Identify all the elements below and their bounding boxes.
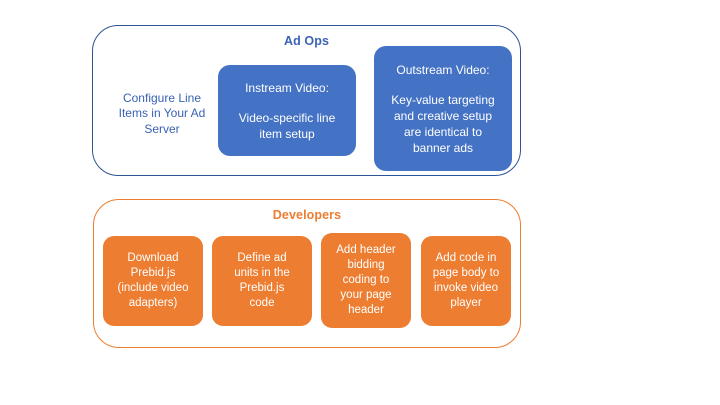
- text-line: Items in Your Ad: [118, 106, 206, 121]
- instream-video-body-line: item setup: [259, 126, 315, 141]
- spacer: [224, 96, 350, 110]
- box-text-line: adapters): [128, 297, 178, 309]
- box-text-line: page body to: [432, 267, 500, 279]
- box-instream-video[interactable]: Instream Video: Video-specific line item…: [218, 65, 356, 156]
- box-text-line: Prebid.js: [239, 282, 285, 294]
- group-ad-ops: Ad Ops Configure Line Items in Your Ad S…: [92, 25, 521, 176]
- box-text-line: Download: [127, 252, 179, 264]
- outstream-video-body-line: Key-value targeting: [391, 92, 495, 107]
- outstream-video-body-line: and creative setup: [393, 108, 493, 123]
- box-text-line: your page: [340, 289, 392, 301]
- box-text-line: bidding: [347, 259, 385, 271]
- box-text-line: Add header: [336, 244, 396, 256]
- box-text-line: (include video: [117, 282, 189, 294]
- instream-video-heading: Instream Video:: [245, 80, 329, 95]
- text-line: Configure Line: [122, 90, 202, 105]
- box-outstream-video[interactable]: Outstream Video: Key-value targeting and…: [374, 46, 512, 171]
- box-add-page-body-code[interactable]: Add code in page body to invoke video pl…: [421, 236, 511, 326]
- box-text-line: invoke video: [434, 282, 498, 294]
- text-node-configure-line-items: Configure Line Items in Your Ad Server: [105, 66, 219, 162]
- box-text-line: Prebid.js: [130, 267, 176, 279]
- box-text-line: units in the: [234, 267, 290, 279]
- box-text-line: Add code in: [435, 252, 497, 264]
- box-text-line: player: [450, 297, 482, 309]
- box-text-line: code: [249, 297, 275, 309]
- text-line: Server: [144, 121, 180, 136]
- group-title-ad-ops: Ad Ops: [283, 34, 330, 48]
- box-text-line: header: [348, 304, 384, 316]
- outstream-video-body-line: banner ads: [412, 140, 474, 155]
- box-download-prebid[interactable]: Download Prebid.js (include video adapte…: [103, 236, 203, 326]
- outstream-video-body-line: are identical to: [403, 124, 483, 139]
- outstream-video-heading: Outstream Video:: [396, 62, 490, 77]
- box-add-header-bidding-code[interactable]: Add header bidding coding to your page h…: [321, 233, 411, 328]
- spacer: [380, 78, 506, 92]
- box-define-ad-units[interactable]: Define ad units in the Prebid.js code: [212, 236, 312, 326]
- box-text-line: Define ad: [237, 252, 287, 264]
- group-title-developers: Developers: [272, 208, 342, 222]
- instream-video-body-line: Video-specific line: [238, 110, 336, 125]
- group-developers: Developers Download Prebid.js (include v…: [93, 199, 521, 348]
- box-text-line: coding to: [342, 274, 390, 286]
- configure-line-items-text: Configure Line Items in Your Ad Server: [107, 91, 217, 138]
